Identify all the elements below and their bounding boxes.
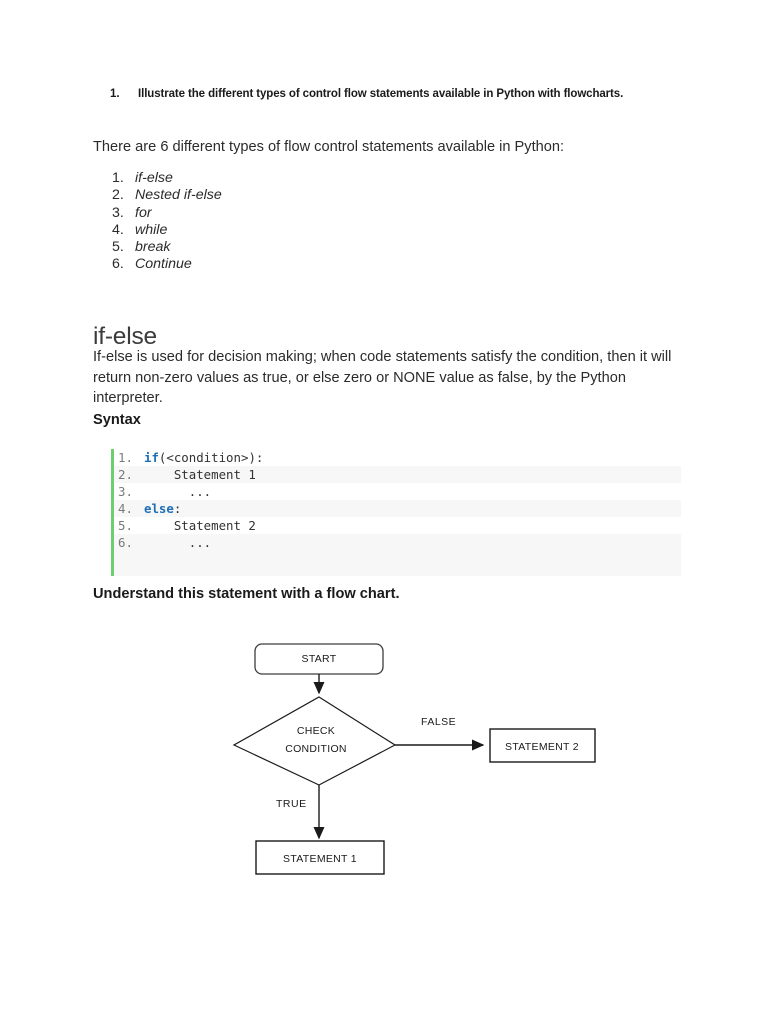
list-item: 3. for bbox=[112, 205, 432, 222]
flowchart-node-decision-label-line2: CONDITION bbox=[285, 743, 347, 755]
code-line-content: ... bbox=[144, 483, 681, 500]
list-item-number: 3. bbox=[112, 204, 124, 221]
code-line-rest: Statement 1 bbox=[144, 467, 256, 482]
flowchart-node-decision bbox=[232, 696, 397, 786]
code-line-rest: ... bbox=[144, 535, 212, 550]
understand-statement-label: Understand this statement with a flow ch… bbox=[93, 586, 400, 602]
flowchart-node-statement-2-label: STATEMENT 2 bbox=[505, 741, 579, 753]
code-line-rest: ... bbox=[144, 484, 212, 499]
code-line-rest: : bbox=[173, 501, 182, 516]
list-item: 5. break bbox=[112, 239, 432, 256]
code-line-rest: Statement 2 bbox=[144, 518, 256, 533]
list-item-number: 2. bbox=[112, 187, 124, 204]
list-item-number: 1. bbox=[112, 170, 124, 186]
list-item-label: break bbox=[135, 239, 171, 256]
flow-control-types-list: 1. if-else 2. Nested if-else 3. for 4. w… bbox=[112, 170, 432, 274]
list-item-label: Continue bbox=[135, 256, 192, 273]
question-block: 1. Illustrate the different types of con… bbox=[110, 86, 630, 102]
code-line-number: 1. bbox=[118, 450, 133, 465]
section-body-paragraph: If-else is used for decision making; whe… bbox=[93, 349, 672, 407]
code-line: 1. if(<condition>): bbox=[114, 449, 681, 466]
list-item: 1. if-else bbox=[112, 170, 432, 187]
flowchart-node-statement-2 bbox=[489, 728, 596, 763]
list-item: 2. Nested if-else bbox=[112, 187, 432, 204]
code-block-tail bbox=[114, 551, 681, 576]
list-item-label: if-else bbox=[135, 170, 173, 186]
list-item: 4. while bbox=[112, 222, 432, 239]
question-text: Illustrate the different types of contro… bbox=[138, 88, 624, 100]
code-line-number: 2. bbox=[118, 467, 133, 482]
flowchart-edge-false-label: FALSE bbox=[421, 716, 456, 728]
code-keyword: if bbox=[144, 450, 159, 465]
code-line-content: Statement 1 bbox=[144, 466, 681, 483]
syntax-label: Syntax bbox=[93, 412, 141, 428]
list-item-label: for bbox=[135, 204, 152, 221]
list-item: 6. Continue bbox=[112, 256, 432, 273]
flowchart-node-statement-1-label: STATEMENT 1 bbox=[283, 853, 357, 865]
flowchart-node-statement-1 bbox=[255, 840, 385, 875]
flowchart-node-decision-label-line1: CHECK bbox=[297, 725, 335, 737]
code-line-number: 5. bbox=[118, 518, 133, 533]
code-line-content: else: bbox=[144, 500, 681, 517]
list-item-label: while bbox=[135, 221, 168, 238]
question-row: 1. Illustrate the different types of con… bbox=[110, 86, 630, 102]
section-heading-if-else: if-else bbox=[93, 323, 157, 351]
code-line-number: 4. bbox=[118, 501, 133, 516]
code-line: 2. Statement 1 bbox=[114, 466, 681, 483]
code-line: 3. ... bbox=[114, 483, 681, 500]
intro-paragraph: There are 6 different types of flow cont… bbox=[93, 139, 565, 155]
code-line-number: 6. bbox=[118, 535, 133, 550]
list-item-number: 4. bbox=[112, 221, 124, 238]
code-line-content: if(<condition>): bbox=[144, 449, 681, 466]
list-item-number: 5. bbox=[112, 239, 124, 256]
list-item-number: 6. bbox=[112, 256, 124, 273]
code-line: 6. ... bbox=[114, 534, 681, 551]
code-line-content: ... bbox=[144, 534, 681, 551]
code-keyword: else bbox=[144, 501, 174, 516]
code-block: 1. if(<condition>): 2. Statement 1 3. ..… bbox=[111, 449, 681, 576]
flowchart-node-start-label: START bbox=[302, 653, 337, 665]
question-number: 1. bbox=[110, 88, 120, 100]
code-line-content: Statement 2 bbox=[144, 517, 681, 534]
code-line: 5. Statement 2 bbox=[114, 517, 681, 534]
flowchart-edge-true-label: TRUE bbox=[276, 798, 307, 810]
code-line-rest: (<condition>): bbox=[158, 450, 264, 465]
if-else-flowchart: START CHECK CONDITION FALSE STATEMENT 2 … bbox=[225, 630, 625, 890]
code-line: 4. else: bbox=[114, 500, 681, 517]
code-line-number: 3. bbox=[118, 484, 133, 499]
list-item-label: Nested if-else bbox=[135, 187, 222, 204]
